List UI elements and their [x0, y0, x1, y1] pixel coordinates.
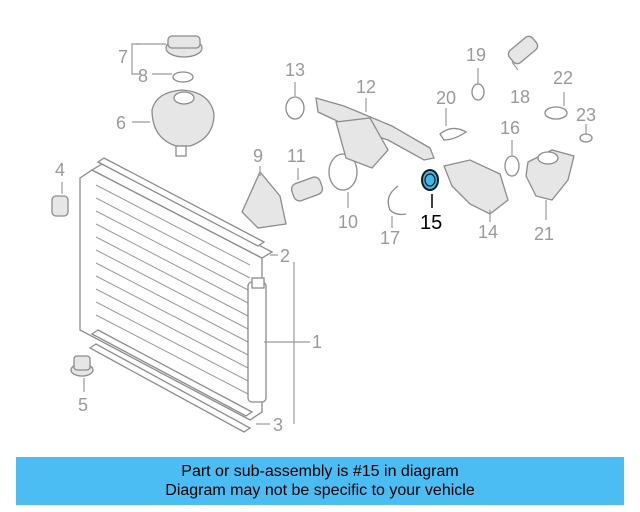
- bottom-rail: [90, 329, 254, 417]
- expansion-tank: [151, 89, 215, 157]
- callout-18: 18: [510, 87, 530, 107]
- washer-23: [579, 133, 593, 143]
- gasket-10: [328, 153, 358, 191]
- callout-2: 2: [280, 246, 290, 266]
- top-rail: [96, 157, 266, 247]
- lower-bracket: [88, 343, 252, 433]
- clip-20: [439, 127, 468, 141]
- mount-5: [70, 355, 94, 377]
- sensor-18: [507, 35, 539, 71]
- seal-22: [544, 106, 568, 120]
- flange-9: [241, 170, 287, 229]
- callout-21: 21: [534, 224, 554, 244]
- callout-1: 1: [312, 332, 322, 352]
- callout-15: 15: [420, 212, 442, 234]
- coolant-pipe-12: [315, 97, 435, 169]
- callout-8: 8: [138, 66, 148, 86]
- callout-10: 10: [338, 212, 358, 232]
- callout-labels: 1 2 3 4 5 6 7 8 9 10 11 12 13 14 15 16 1…: [55, 45, 596, 435]
- o-ring-19: [471, 83, 485, 101]
- radiator: [79, 163, 274, 421]
- parts-diagram: 1 2 3 4 5 6 7 8 9 10 11 12 13 14 15 16 1…: [51, 35, 596, 435]
- callout-14: 14: [478, 222, 498, 242]
- hose-11: [290, 176, 324, 202]
- housing-14: [443, 159, 509, 215]
- banner-line-1: Part or sub-assembly is #15 in diagram: [181, 463, 459, 480]
- mount-4: [51, 195, 69, 217]
- callout-16: 16: [500, 118, 520, 138]
- callout-9: 9: [253, 146, 263, 166]
- info-banner: Part or sub-assembly is #15 in diagram D…: [16, 457, 624, 505]
- callout-19: 19: [466, 45, 486, 65]
- housing-21: [525, 149, 575, 201]
- o-ring-13: [285, 96, 305, 120]
- callout-6: 6: [116, 113, 126, 133]
- clip-17: [387, 185, 407, 216]
- callout-5: 5: [78, 395, 88, 415]
- callout-4: 4: [55, 160, 65, 180]
- callout-22: 22: [553, 68, 573, 88]
- callout-17: 17: [380, 228, 400, 248]
- callout-13: 13: [285, 60, 305, 80]
- callout-7: 7: [118, 47, 128, 67]
- callout-23: 23: [576, 105, 596, 125]
- callout-3: 3: [273, 415, 283, 435]
- seal-16: [504, 155, 520, 177]
- seal-15: [421, 169, 439, 191]
- banner-line-2: Diagram may not be specific to your vehi…: [165, 482, 475, 499]
- callout-12: 12: [356, 77, 376, 97]
- seal-8: [172, 71, 194, 83]
- callout-11: 11: [287, 146, 306, 166]
- callout-20: 20: [436, 88, 456, 108]
- cap-7: [165, 35, 203, 58]
- leader-lines: [61, 43, 587, 425]
